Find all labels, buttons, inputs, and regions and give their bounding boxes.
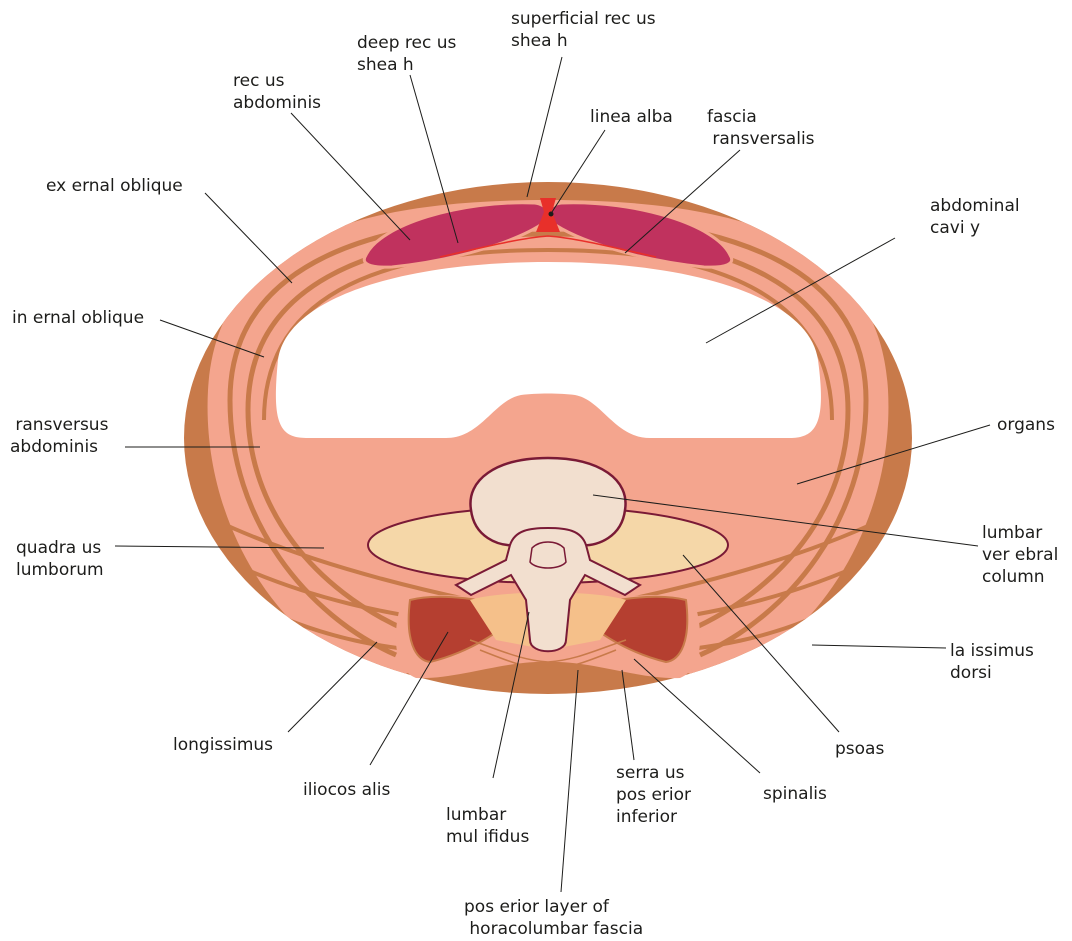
linea-alba-dot: [549, 212, 554, 217]
label-latissimus-dorsi: la issimus dorsi: [950, 640, 1034, 684]
label-external-oblique: ex ernal oblique: [46, 175, 183, 197]
label-spinalis: spinalis: [763, 783, 827, 805]
label-iliocostalis: iliocos alis: [303, 779, 390, 801]
label-lumbar-multifidus: lumbar mul ifidus: [446, 804, 529, 848]
label-serratus-posterior-inferior: serra us pos erior inferior: [616, 762, 691, 828]
label-transversus-abdominis: ransversus abdominis: [10, 414, 108, 458]
label-fascia-transversalis: fascia ransversalis: [707, 106, 815, 150]
label-superficial-rectus-sheath: superficial rec us shea h: [511, 8, 656, 52]
label-organs: organs: [997, 414, 1055, 436]
label-deep-rectus-sheath: deep rec us shea h: [357, 32, 456, 76]
label-quadratus-lumborum: quadra us lumborum: [16, 537, 104, 581]
label-linea-alba: linea alba: [590, 106, 673, 128]
vertebral-canal: [530, 542, 566, 568]
label-longissimus: longissimus: [173, 734, 273, 756]
label-internal-oblique: in ernal oblique: [12, 307, 144, 329]
label-psoas: psoas: [835, 738, 884, 760]
label-posterior-thoracolumbar-fascia: pos erior layer of horacolumbar fascia: [464, 896, 643, 940]
label-abdominal-cavity: abdominal cavi y: [930, 195, 1020, 239]
label-rectus-abdominis: rec us abdominis: [233, 70, 321, 114]
label-lumbar-vertebral-column: lumbar ver ebral column: [982, 522, 1058, 588]
